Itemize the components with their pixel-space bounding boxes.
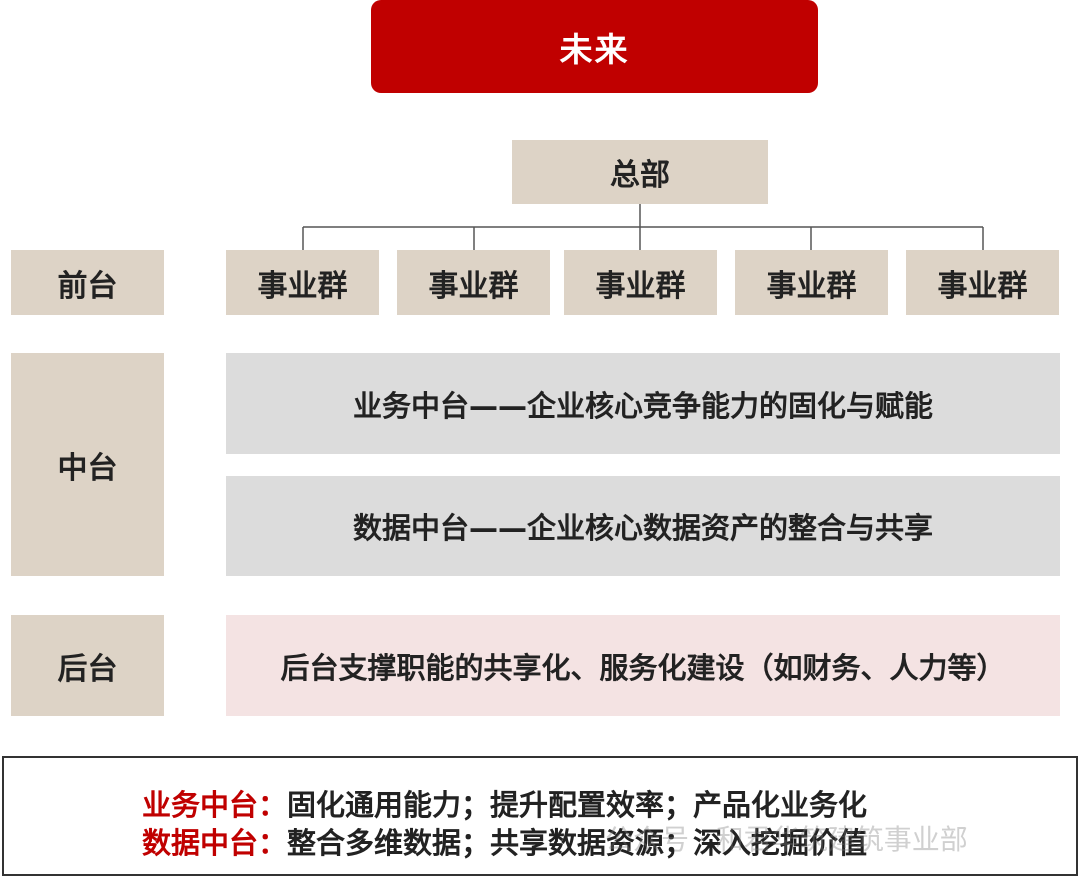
- summary-business-key: 业务中台：: [142, 788, 288, 822]
- data-middle-platform-text: 数据中台——企业核心数据资产的整合与共享: [352, 511, 933, 545]
- summary-box: 业务中台：固化通用能力；提升配置效率；产品化业务化 数据中台：整合多维数据；共享…: [2, 756, 1078, 876]
- business-unit-box-1: 事业群: [226, 250, 379, 315]
- business-unit-label: 事业群: [937, 268, 1028, 304]
- data-middle-platform-box: 数据中台——企业核心数据资产的整合与共享: [226, 476, 1060, 576]
- business-unit-label: 事业群: [428, 268, 519, 304]
- business-unit-label: 事业群: [766, 268, 857, 304]
- headquarters-label: 总部: [610, 158, 670, 193]
- summary-data-value: 整合多维数据；共享数据资源；深入挖掘价值: [287, 826, 868, 860]
- summary-business-value: 固化通用能力；提升配置效率；产品化业务化: [287, 788, 868, 822]
- business-unit-box-4: 事业群: [735, 250, 888, 315]
- business-unit-label: 事业群: [257, 268, 348, 304]
- summary-line-business: 业务中台：固化通用能力；提升配置效率；产品化业务化: [142, 782, 867, 824]
- business-unit-box-5: 事业群: [906, 250, 1059, 315]
- business-unit-box-2: 事业群: [397, 250, 550, 315]
- front-office-label-box: 前台: [11, 250, 164, 315]
- title-text: 未来: [559, 29, 630, 69]
- summary-data-key: 数据中台：: [142, 826, 288, 860]
- headquarters-box: 总部: [512, 140, 768, 204]
- business-unit-box-3: 事业群: [564, 250, 717, 315]
- title-banner: 未来: [371, 0, 818, 93]
- back-office-desc-box: 后台支撑职能的共享化、服务化建设（如财务、人力等）: [226, 615, 1060, 716]
- back-office-label-box: 后台: [11, 615, 164, 716]
- middle-office-label: 中台: [57, 450, 118, 486]
- business-middle-platform-box: 业务中台——企业核心竞争能力的固化与赋能: [226, 353, 1060, 454]
- business-middle-platform-text: 业务中台——企业核心竞争能力的固化与赋能: [352, 388, 933, 423]
- watermark-text: 公众号 · 和君华筑建筑事业部: [605, 823, 968, 856]
- summary-line-data: 数据中台：整合多维数据；共享数据资源；深入挖掘价值: [142, 820, 867, 862]
- middle-office-label-box: 中台: [11, 353, 164, 576]
- back-office-desc-text: 后台支撑职能的共享化、服务化建设（如财务、人力等）: [280, 650, 1006, 685]
- back-office-label: 后台: [57, 651, 118, 687]
- front-office-label: 前台: [57, 268, 118, 304]
- business-unit-label: 事业群: [595, 268, 686, 304]
